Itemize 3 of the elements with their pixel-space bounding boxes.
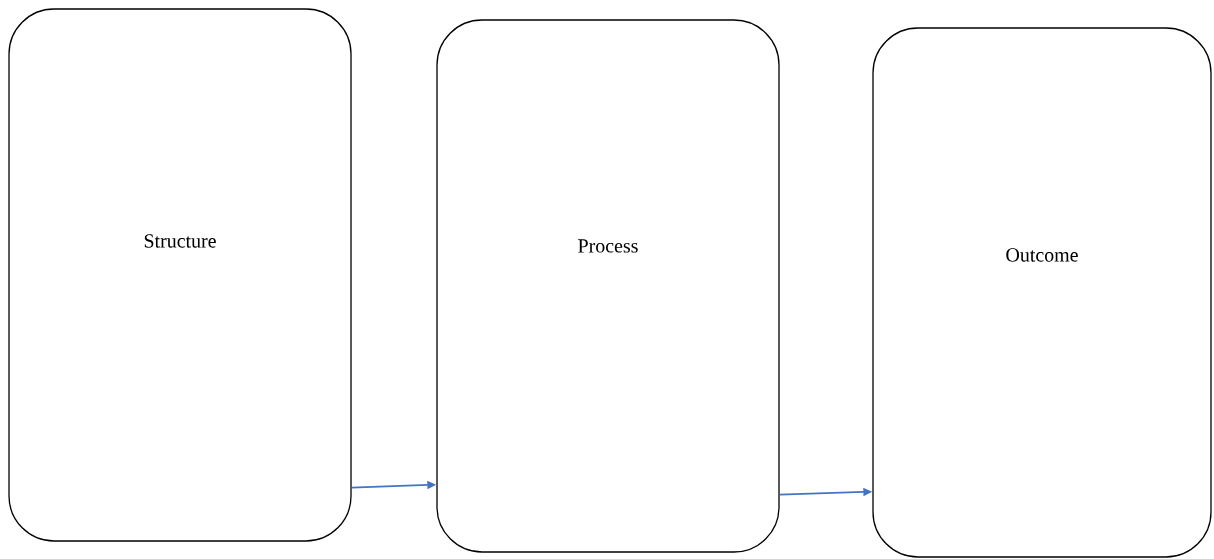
process-box: Process — [436, 19, 780, 553]
process-box: Outcome — [872, 27, 1212, 558]
process-box: Structure — [8, 8, 352, 542]
